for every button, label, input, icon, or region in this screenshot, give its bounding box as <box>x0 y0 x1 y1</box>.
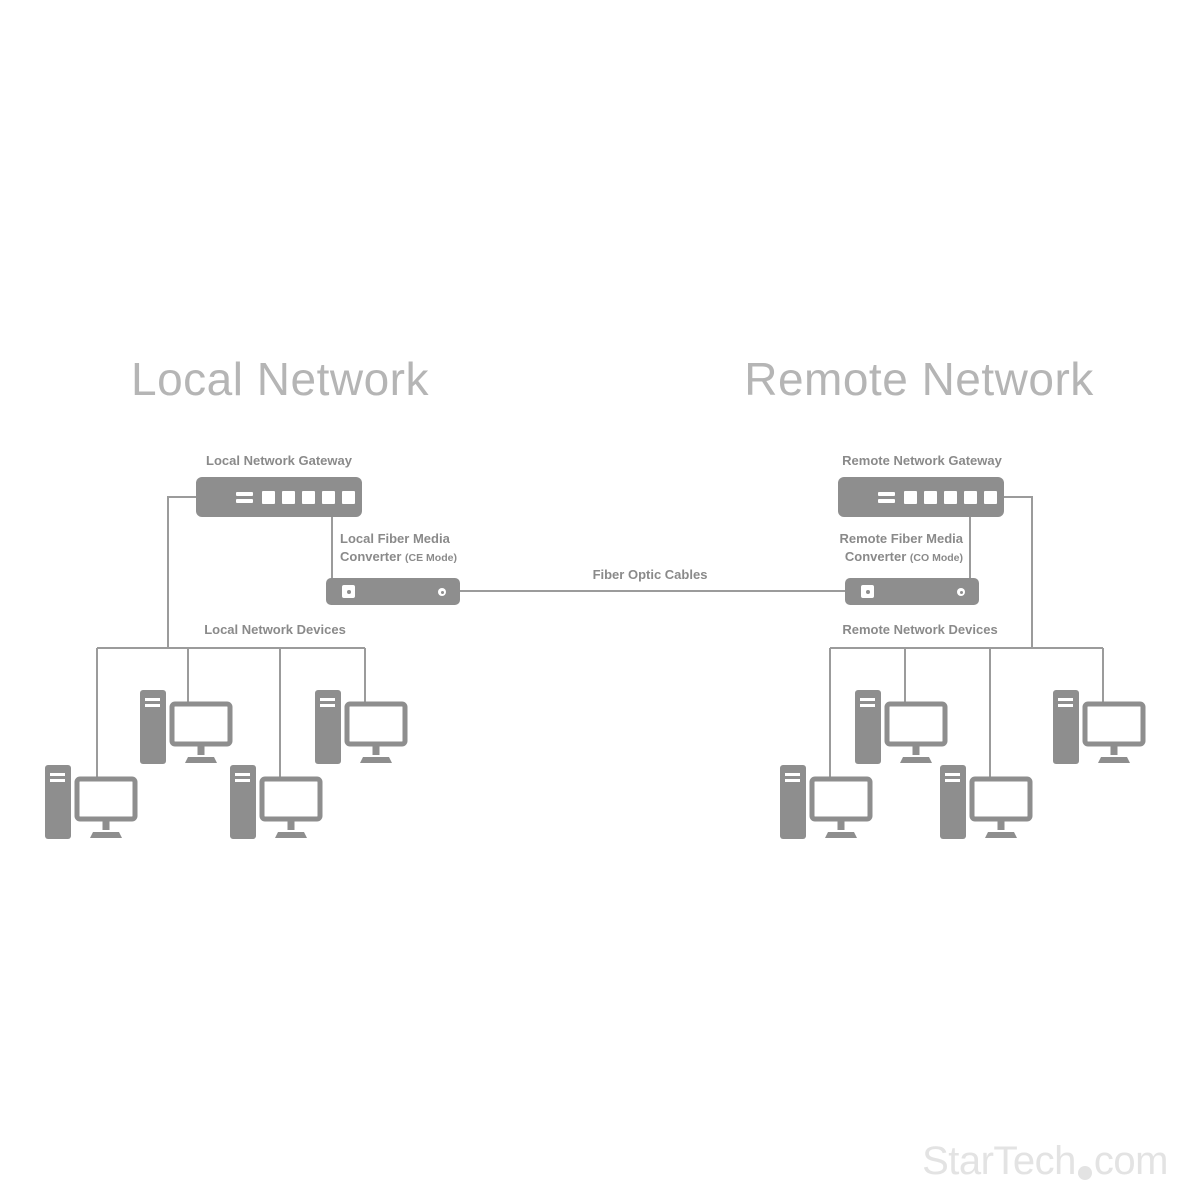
switch-port-icon <box>342 490 355 504</box>
remote-gateway-label: Remote Network Gateway <box>842 453 1002 468</box>
switch-port-icon <box>944 490 957 504</box>
switch-port-icon <box>322 490 335 504</box>
watermark-brand: StarTech <box>922 1139 1076 1183</box>
switch-port-icon <box>302 490 315 504</box>
remote-gateway-feed-line <box>1004 496 1033 648</box>
local-gateway-label: Local Network Gateway <box>206 453 352 468</box>
remote-converter-label-line1: Remote Fiber Media <box>839 531 963 546</box>
fiber-optic-cables-label: Fiber Optic Cables <box>592 567 708 582</box>
computer-workstation-icon <box>140 690 240 768</box>
computer-workstation-icon <box>45 765 145 843</box>
fiber-port-icon <box>342 585 355 598</box>
remote-converter-mode: (CO Mode) <box>909 551 963 564</box>
watermark-tld: com <box>1093 1139 1169 1183</box>
switch-port-icon <box>964 490 977 504</box>
remote-converter-label-line2: Converter <box>844 548 907 564</box>
switch-port-icon <box>984 490 997 504</box>
computer-workstation-icon <box>315 690 415 768</box>
local-network-title: Local Network <box>131 353 429 405</box>
switch-port-icon <box>282 490 295 504</box>
local-fiber-media-converter <box>326 578 460 605</box>
local-converter-mode: (CE Mode) <box>405 551 457 564</box>
status-led-icon <box>957 588 965 596</box>
switch-uplink-icon <box>878 491 895 503</box>
switch-port-icon <box>904 490 917 504</box>
local-gateway-feed-line <box>167 496 196 648</box>
startech-watermark: StarTech com <box>922 1139 1168 1184</box>
remote-network-title: Remote Network <box>744 353 1094 405</box>
remote-fiber-media-converter <box>845 578 979 605</box>
remote-gateway-switch <box>838 477 1004 517</box>
computer-workstation-icon <box>940 765 1040 843</box>
watermark-dot-icon <box>1077 1166 1092 1180</box>
computer-workstation-icon <box>855 690 955 768</box>
status-led-icon <box>438 588 446 596</box>
local-converter-label-line1: Local Fiber Media <box>340 531 450 546</box>
remote-devices-label: Remote Network Devices <box>842 622 998 637</box>
computer-workstation-icon <box>1053 690 1153 768</box>
remote-converter-label: Remote Fiber Media Converter (CO Mode) <box>763 530 963 565</box>
local-converter-label: Local Fiber Media Converter (CE Mode) <box>340 530 540 565</box>
fiber-port-icon <box>861 585 874 598</box>
switch-port-icon <box>924 490 937 504</box>
switch-port-icon <box>262 490 275 504</box>
local-gateway-switch <box>196 477 362 517</box>
computer-workstation-icon <box>230 765 330 843</box>
local-devices-label: Local Network Devices <box>204 622 346 637</box>
switch-uplink-icon <box>236 491 253 503</box>
local-converter-label-line2: Converter <box>340 548 402 564</box>
computer-workstation-icon <box>780 765 880 843</box>
